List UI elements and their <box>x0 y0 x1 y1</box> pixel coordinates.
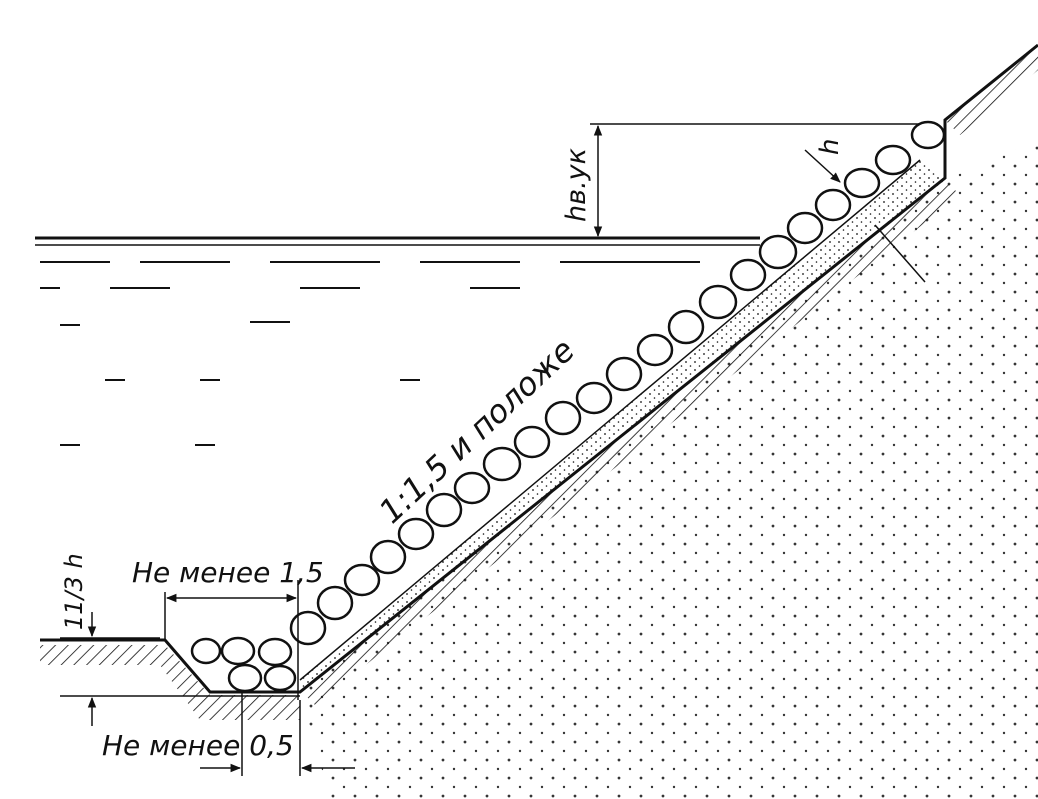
stone-thickness-line <box>874 224 926 283</box>
ground-hatch-slope <box>300 180 960 705</box>
soil-body <box>300 140 1038 799</box>
water-dashes <box>40 261 700 446</box>
top-height-label: hв.ук <box>561 147 592 222</box>
stone-thickness-label: h <box>815 139 845 155</box>
riprap-stones <box>190 120 946 693</box>
ground-hatch-toe <box>40 645 300 720</box>
stone-thickness-arrow <box>804 149 841 183</box>
filter-boundary-line <box>299 159 921 681</box>
bottom-width-label: Не менее 1,5 <box>132 556 324 589</box>
gravel-filter-layer <box>300 160 945 690</box>
toe-height-label: 11/3 h <box>60 553 88 630</box>
ground-hatch-top <box>945 45 1038 135</box>
toe-depth-label: Не менее 0,5 <box>102 729 294 762</box>
